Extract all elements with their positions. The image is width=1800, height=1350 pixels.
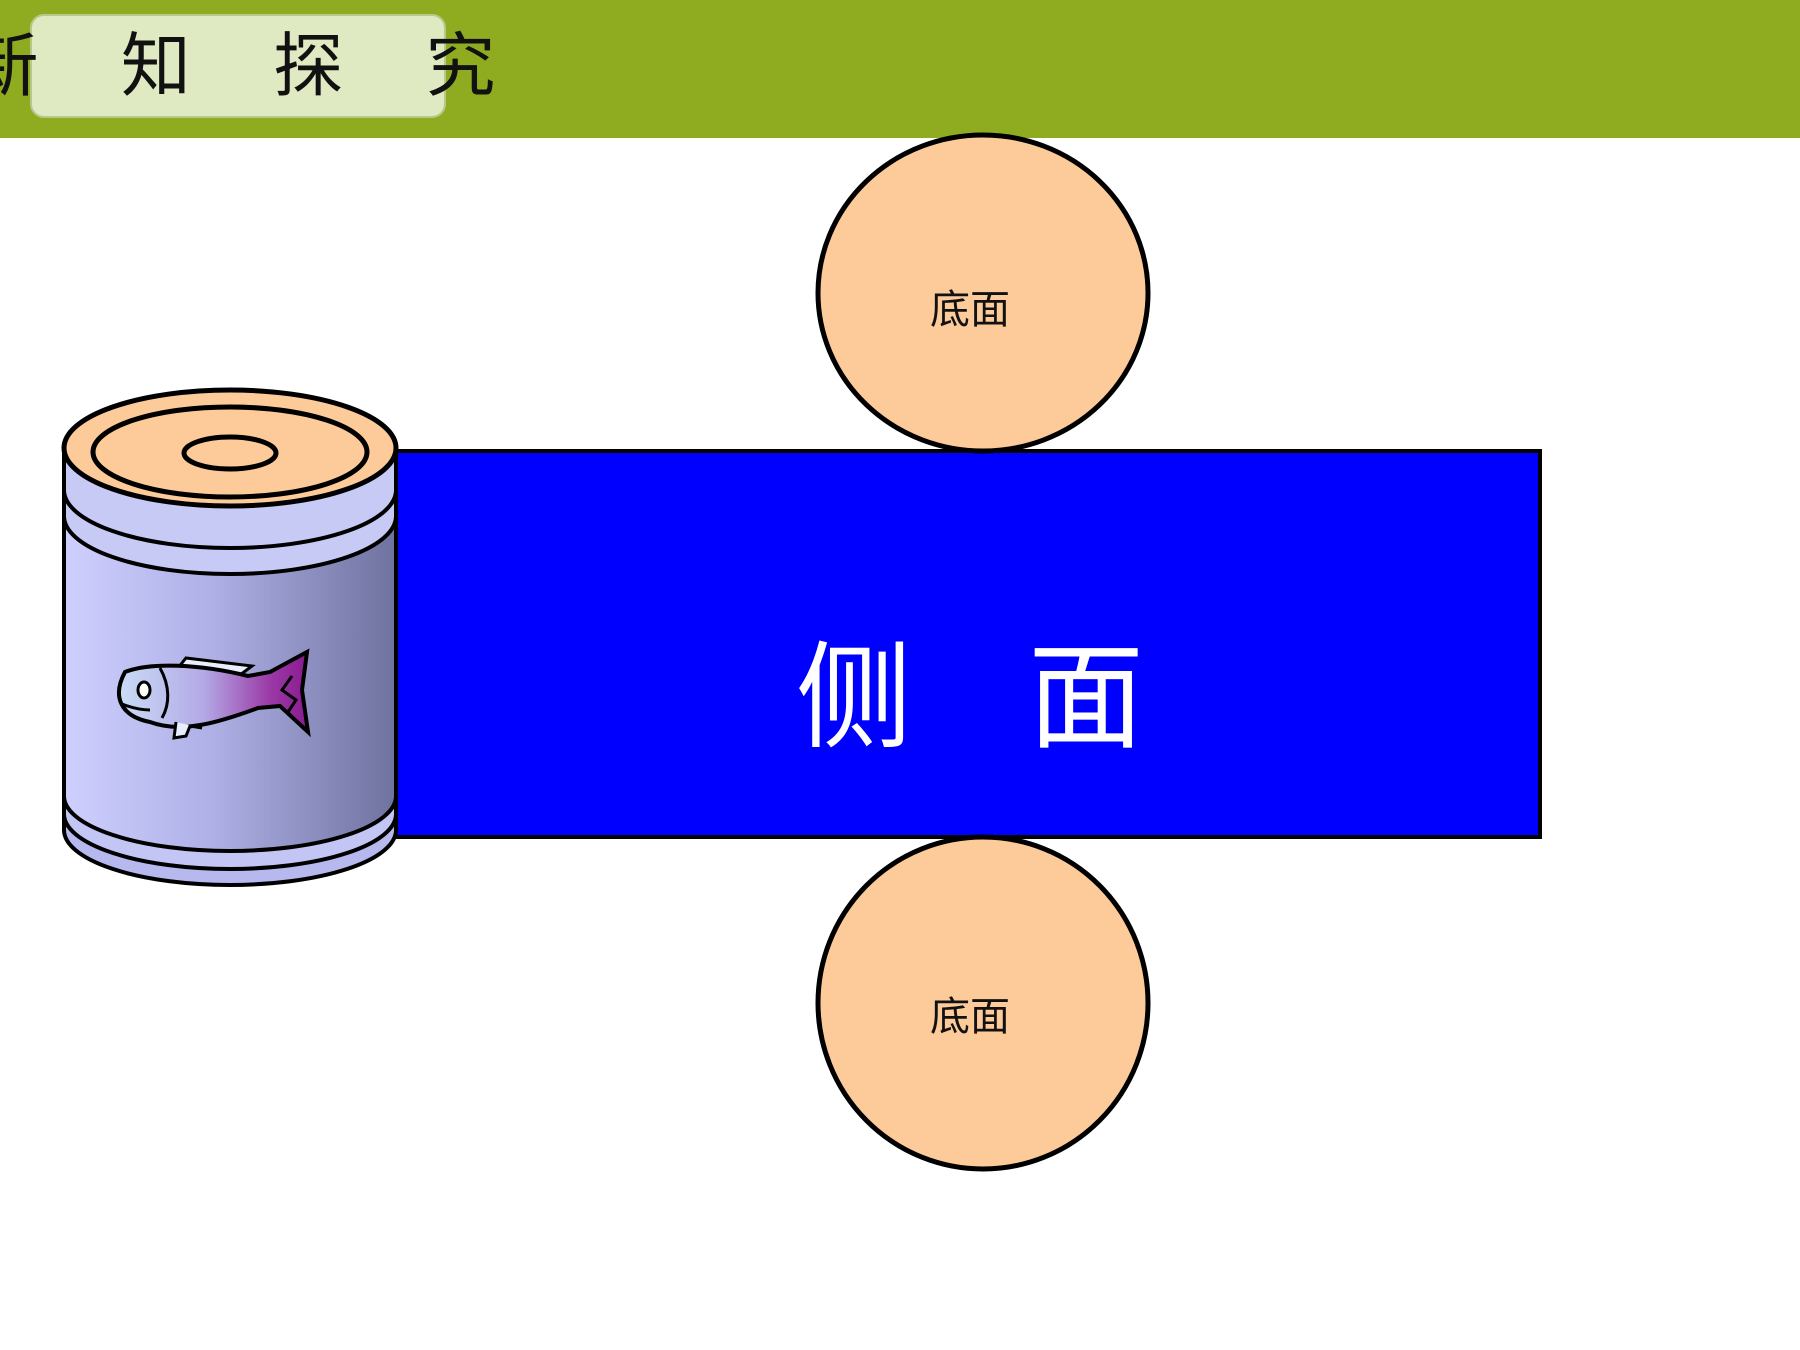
fish-tail-mark [279, 675, 299, 713]
can-lid-center [181, 434, 279, 472]
side-face-rect [393, 449, 1542, 839]
top-base-circle [815, 132, 1151, 454]
fish-icon [117, 648, 311, 740]
can-illustration [61, 387, 399, 887]
header-bar: 新 知 探 究 [0, 0, 1800, 138]
fish-eye [136, 680, 152, 700]
fish-mouth [121, 702, 151, 712]
fish-gill [158, 667, 170, 719]
page-title: 新 知 探 究 [0, 25, 526, 107]
top-base-label: 底面 [930, 287, 1010, 333]
bottom-base-label: 底面 [930, 994, 1010, 1040]
side-face-label: 侧 面 [796, 631, 1144, 766]
bottom-base-face: 底面 [815, 834, 1151, 1172]
fish-lower-fin [172, 721, 203, 740]
top-base-face: 底面 [815, 132, 1151, 454]
side-face: 侧 面 [393, 449, 1542, 839]
title-badge: 新 知 探 究 [0, 14, 495, 118]
bottom-base-circle [815, 834, 1151, 1172]
